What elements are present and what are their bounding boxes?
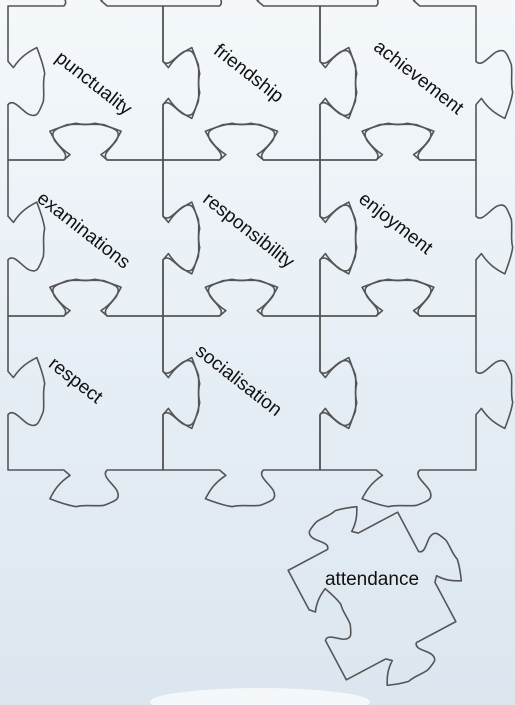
- piece-label-respect: respect: [44, 353, 107, 408]
- loose-piece-label: attendance: [325, 569, 419, 590]
- piece-label-punctuality: punctuality: [51, 47, 136, 120]
- puzzle-piece-socialisation[interactable]: socialisation: [163, 279, 357, 506]
- puzzle-piece-friendship[interactable]: friendship: [163, 0, 357, 160]
- piece-outline: [320, 123, 513, 316]
- puzzle-piece-achievement[interactable]: achievement: [320, 0, 513, 160]
- piece-label-responsibility: responsibility: [199, 189, 299, 273]
- piece-label-achievement: achievement: [369, 36, 467, 119]
- jigsaw-grid: punctuality friendship achievement examinat…: [8, 0, 513, 507]
- bottom-glow: [150, 688, 370, 705]
- puzzle-piece-respect[interactable]: respect: [8, 279, 200, 506]
- piece-label-enjoyment: enjoyment: [354, 188, 437, 259]
- piece-label-friendship: friendship: [209, 40, 287, 107]
- puzzle-piece-enjoyment[interactable]: enjoyment: [320, 123, 513, 316]
- piece-outline: [320, 279, 513, 506]
- puzzle-piece-punctuality[interactable]: punctuality: [8, 0, 200, 160]
- puzzle-piece-blank[interactable]: [320, 279, 513, 506]
- piece-label-examinations: examinations: [33, 188, 134, 273]
- piece-label-socialisation: socialisation: [191, 341, 285, 421]
